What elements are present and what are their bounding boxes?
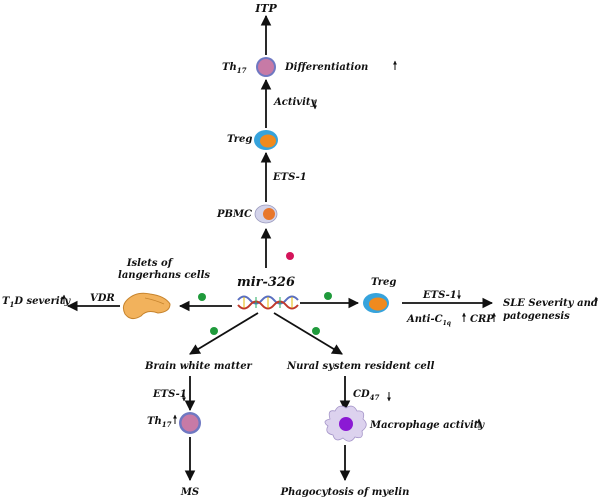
mir326-label: mir-326	[237, 275, 295, 290]
t1d-severity-label: T1D severity	[2, 296, 71, 309]
pbmc-label: PBMC	[216, 209, 252, 220]
ms-label: MS	[180, 487, 199, 498]
activate-dot-icon-treg	[324, 292, 332, 300]
treg-cell-icon-right	[363, 293, 389, 313]
sle-label-line1: SLE Severity and	[503, 298, 598, 309]
macrophage-icon	[324, 405, 367, 442]
ets1-label-top: ETS-1	[272, 172, 307, 183]
pbmc-cell-icon	[254, 204, 278, 224]
nural-cell-label: Nural system resident cell	[286, 361, 435, 372]
arrow-mir326-to-nural	[273, 312, 343, 355]
pancreas-icon	[122, 292, 171, 320]
arrow-mir326-to-brain	[189, 312, 259, 355]
sle-label-line2: patogenesis	[503, 311, 570, 322]
inhibit-dot-icon	[286, 252, 294, 260]
vdr-label: VDR	[90, 293, 115, 304]
crp-label: CRP	[470, 314, 494, 325]
th17-label-top: Th17	[222, 62, 247, 75]
differentiation-label: Differentiation	[284, 62, 368, 73]
treg-cell-icon-top	[254, 130, 278, 150]
activate-dot-icon-islets	[198, 293, 206, 301]
activity-label: Activity	[273, 97, 317, 108]
ets1-label-bottom: ETS-1	[152, 389, 187, 400]
activate-dot-icon-nural	[312, 327, 320, 335]
islets-label-line2: langerhans cells	[118, 270, 210, 281]
anti-c1q-label: Anti-C1q	[406, 314, 451, 327]
rna-strand-icon	[237, 295, 299, 310]
phagocytosis-label: Phagocytosis of myelin	[280, 487, 410, 498]
activate-dot-icon-brain	[210, 327, 218, 335]
treg-label-right: Treg	[371, 277, 396, 288]
islets-label-line1: Islets of	[126, 258, 174, 269]
brain-white-matter-label: Brain white matter	[144, 361, 253, 372]
th17-cell-icon-top	[256, 57, 276, 77]
itp-label: ITP	[254, 2, 277, 15]
macrophage-activity-label: Macrophage activity	[369, 420, 485, 431]
th17-label-bottom: Th17	[147, 416, 172, 429]
th17-cell-icon-bottom	[179, 412, 201, 434]
cd47-label: CD47	[353, 389, 380, 402]
ets1-label-right: ETS-1	[422, 290, 457, 301]
treg-label-top: Treg	[227, 134, 252, 145]
